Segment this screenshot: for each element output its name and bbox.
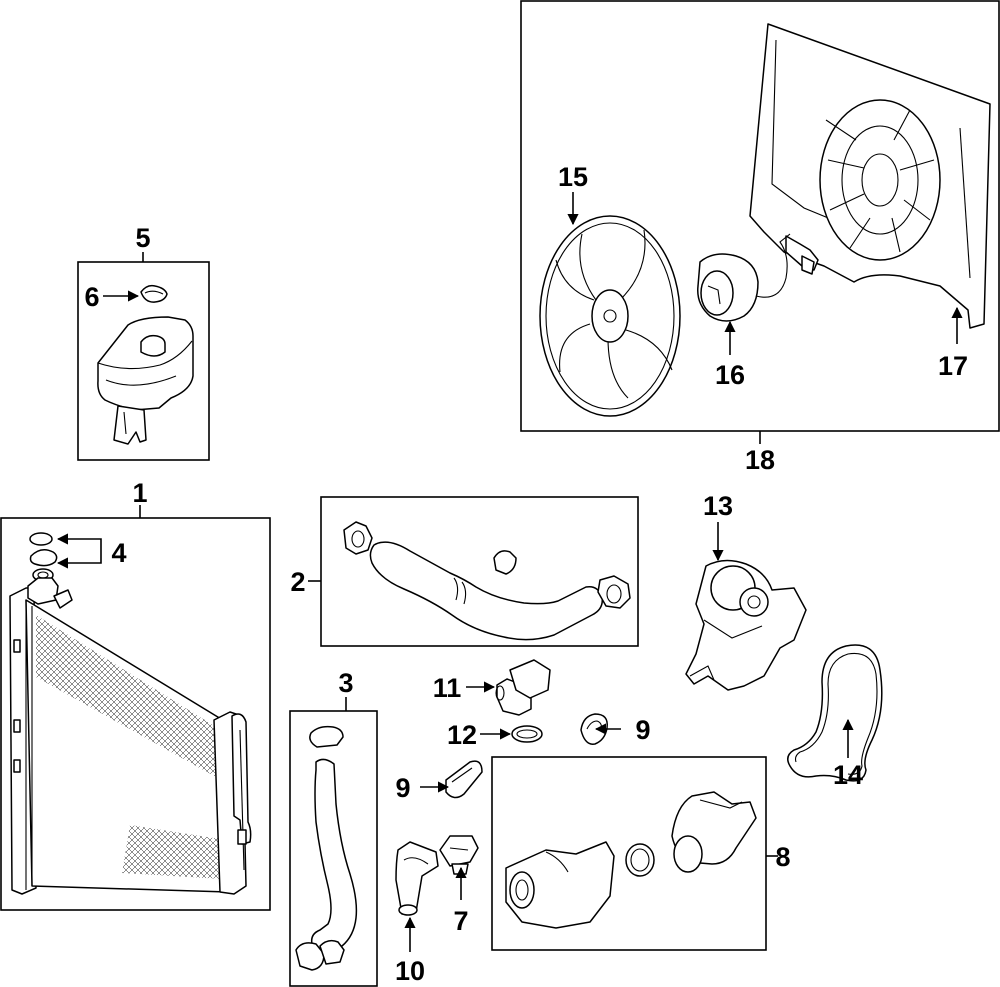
- callout-16: 16: [715, 360, 745, 390]
- fan-shroud: [749, 23, 991, 329]
- callout-9-lower: 9: [395, 773, 410, 803]
- leader-lines: [56, 192, 963, 952]
- housing-gasket-lower: [445, 760, 483, 799]
- callout-4: 4: [111, 538, 126, 568]
- reservoir-cap: [140, 284, 168, 303]
- outlet-fitting: [495, 659, 551, 716]
- upper-radiator-hose: [343, 521, 631, 641]
- callout-18: 18: [745, 445, 775, 475]
- callout-1: 1: [132, 478, 147, 508]
- group-box-lower-hose: [289, 710, 378, 987]
- water-pump: [685, 559, 807, 691]
- fan-motor: [697, 233, 819, 322]
- o-ring: [511, 725, 543, 743]
- callout-6: 6: [84, 282, 99, 312]
- callout-13: 13: [703, 491, 733, 521]
- radiator-assembly: [9, 577, 252, 895]
- water-pump-gasket: [787, 644, 883, 782]
- radiator-cap-seals: [29, 532, 58, 582]
- callout-2: 2: [290, 567, 305, 597]
- callout-9-upper: 9: [635, 715, 650, 745]
- callout-5: 5: [135, 223, 150, 253]
- group-box-upper-hose: [320, 496, 639, 647]
- callout-14: 14: [833, 760, 863, 790]
- callout-8: 8: [775, 842, 790, 872]
- thermostat: [439, 835, 479, 875]
- callout-11: 11: [433, 673, 462, 703]
- callout-7: 7: [453, 906, 468, 936]
- coolant-reservoir: [97, 316, 194, 445]
- thermostat-housing-assembly: [505, 791, 757, 929]
- callout-3: 3: [338, 668, 353, 698]
- callout-15: 15: [558, 162, 588, 192]
- group-box-thermostat-housing: [491, 756, 767, 951]
- fan-blade: [539, 215, 681, 417]
- lower-radiator-hose: [295, 725, 358, 971]
- callout-12: 12: [447, 720, 477, 750]
- group-box-radiator: [0, 517, 271, 911]
- callout-17: 17: [938, 351, 968, 381]
- callout-10: 10: [395, 956, 425, 986]
- water-outlet: [395, 841, 439, 916]
